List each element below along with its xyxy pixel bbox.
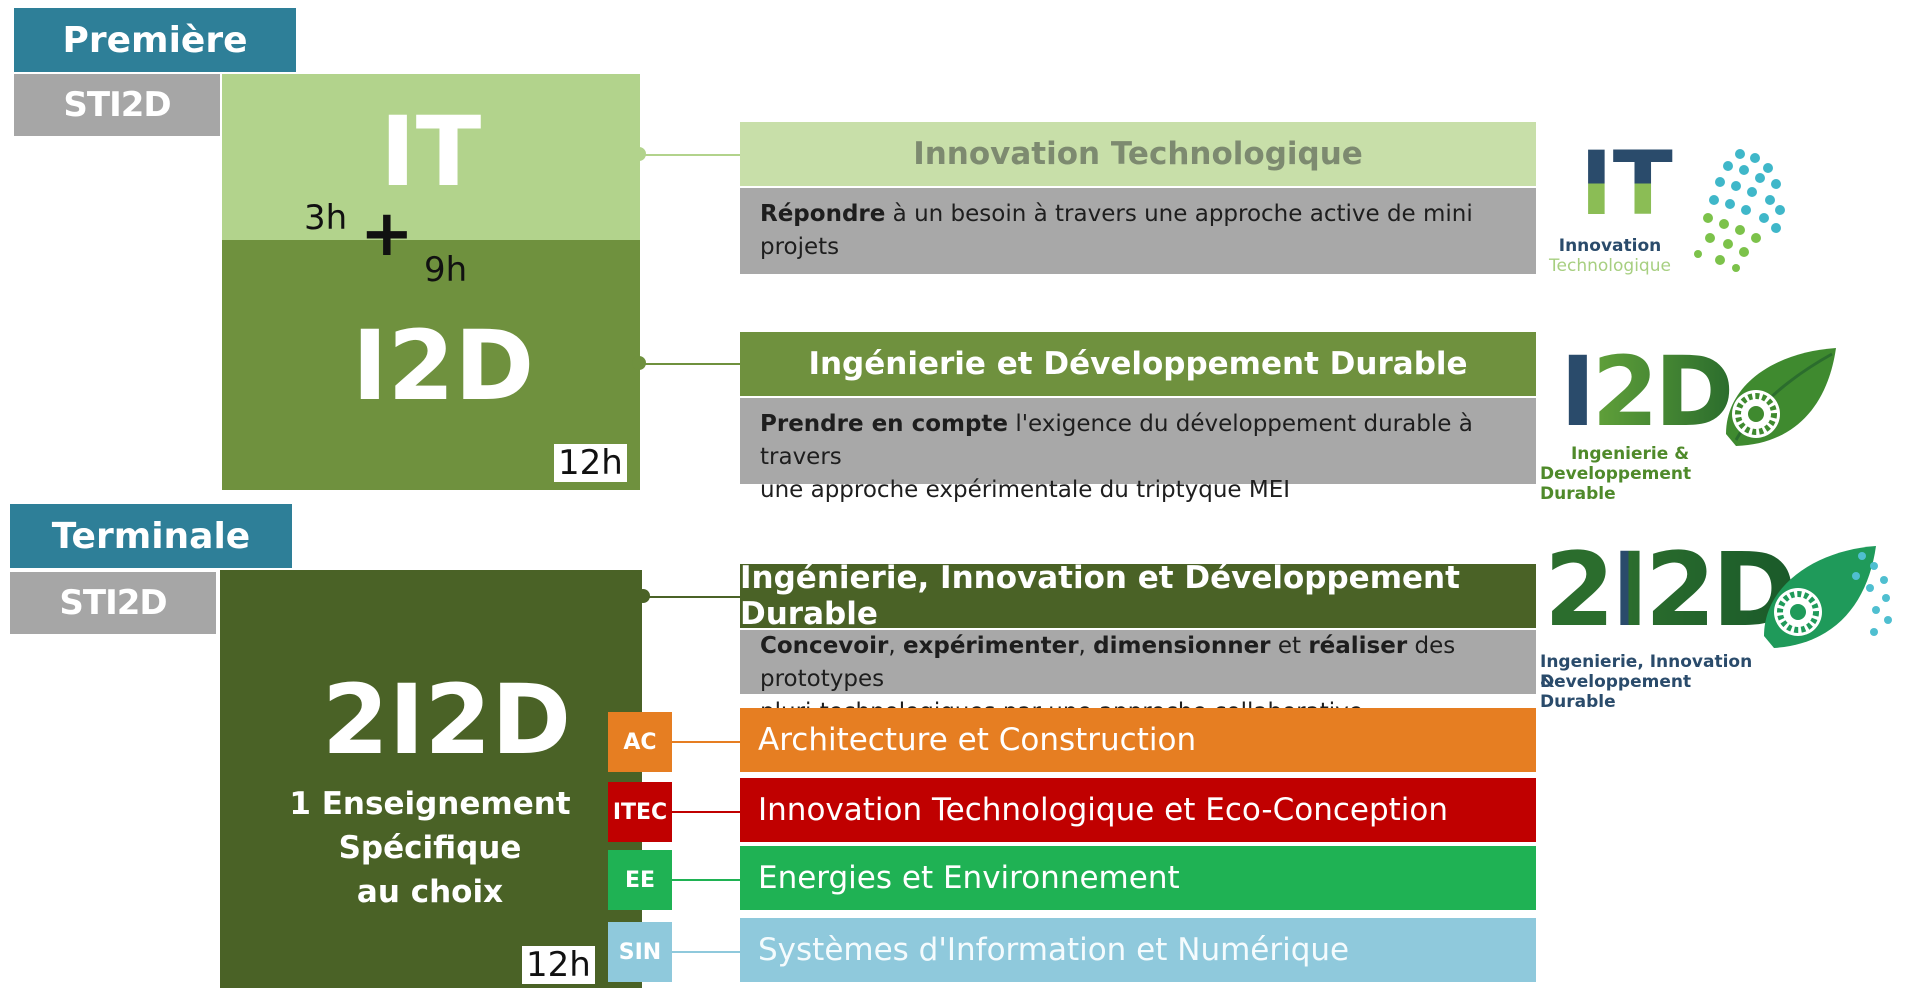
terminale-series-label: STI2D xyxy=(10,572,216,634)
2i2d-logo: 2I2D Ingenierie, Innovation & Developpem… xyxy=(1540,531,1906,712)
spec-bar-itec: Innovation Technologique et Eco-Concepti… xyxy=(740,778,1536,842)
2i2d-logo-line-1: Ingenierie, Innovation & xyxy=(1540,652,1753,692)
it-desc-rest: à un besoin à travers une approche activ… xyxy=(760,201,1473,260)
terminale-level-header: Terminale xyxy=(10,504,292,568)
2i2d-connector xyxy=(642,596,740,598)
plus-sign: + xyxy=(360,197,414,271)
leaf-head-icon xyxy=(1764,546,1892,648)
spec-tag-sin: SIN xyxy=(608,922,672,982)
i2d-title-bar: Ingénierie et Développement Durable xyxy=(740,332,1536,396)
2i2d-desc-sep-4: des prototypes xyxy=(760,633,1456,692)
spec-tag-ee: EE xyxy=(608,850,672,910)
i2d-logo-letters: I2D xyxy=(1560,336,1734,448)
i2d-logo-line-2: Developpement Durable xyxy=(1540,464,1692,504)
2i2d-desc-sep-2: , xyxy=(1078,633,1094,659)
it-logo-letters: IT xyxy=(1580,132,1673,235)
it-hours-label: 3h xyxy=(304,198,348,238)
2i2d-desc-bold-1: Concevoir xyxy=(760,633,889,659)
spec-bar-sin: Systèmes d'Information et Numérique xyxy=(740,918,1536,982)
it-logo-line-2: Technologique xyxy=(1549,256,1671,276)
spec-tag-itec: ITEC xyxy=(608,782,672,842)
premiere-level-header: Première xyxy=(14,8,296,72)
2i2d-block xyxy=(220,570,642,988)
i2d-hours-label: 9h xyxy=(424,250,468,290)
2i2d-logo-line-2: Developpement Durable xyxy=(1540,672,1692,712)
it-description: Répondre à un besoin à travers une appro… xyxy=(740,188,1536,274)
2i2d-desc-bold-3: dimensionner xyxy=(1093,633,1271,659)
2i2d-subtitle-line-3: au choix xyxy=(356,874,504,910)
2i2d-desc-bold-2: expérimenter xyxy=(902,633,1079,659)
it-block-label: IT xyxy=(380,96,482,208)
spec-bar-ee: Energies et Environnement xyxy=(740,846,1536,910)
2i2d-desc-sep-1: , xyxy=(888,633,903,659)
it-logo-line-1: Innovation xyxy=(1558,236,1662,256)
it-logo: IT Innovation Technologique xyxy=(1540,140,1800,280)
i2d-block-label: I2D xyxy=(352,310,535,422)
2i2d-subtitle: 1 Enseignement Spécifique au choix xyxy=(280,782,580,914)
i2d-logo: I2D Ingenierie & Developpement Durable xyxy=(1540,336,1840,504)
it-title-bar: Innovation Technologique xyxy=(740,122,1536,186)
it-block xyxy=(222,74,640,240)
spec-tag-ac: AC xyxy=(608,712,672,772)
i2d-desc-bold: Prendre en compte xyxy=(760,411,1009,437)
i2d-connector xyxy=(640,363,740,365)
it-connector xyxy=(640,154,740,156)
2i2d-description: Concevoir, expérimenter, dimensionner et… xyxy=(740,630,1536,725)
premiere-series-label: STI2D xyxy=(14,74,220,136)
2i2d-block-label: 2I2D xyxy=(322,664,571,776)
premiere-total-hours: 12h xyxy=(554,444,627,482)
it-connector-dot xyxy=(632,147,646,161)
spec-connector-itec xyxy=(672,811,740,813)
2i2d-title-bar: Ingénierie, Innovation et Développement … xyxy=(740,560,1536,632)
spec-connector-ac xyxy=(672,741,740,743)
2i2d-desc-bold-4: réaliser xyxy=(1308,633,1408,659)
2i2d-logo-letters: 2I2D xyxy=(1544,531,1797,650)
2i2d-subtitle-line-2: Spécifique xyxy=(338,830,522,866)
2i2d-subtitle-line-1: 1 Enseignement xyxy=(289,786,571,822)
i2d-desc-rest-2: une approche expérimentale du triptyque … xyxy=(760,477,1291,503)
spec-bar-ac: Architecture et Construction xyxy=(740,708,1536,772)
it-desc-bold: Répondre xyxy=(760,201,886,227)
spec-connector-sin xyxy=(672,951,740,953)
2i2d-desc-sep-3: et xyxy=(1270,633,1309,659)
spec-connector-ee xyxy=(672,879,740,881)
i2d-connector-dot xyxy=(632,356,646,370)
i2d-description: Prendre en compte l'exigence du développ… xyxy=(740,398,1536,503)
i2d-logo-line-1: Ingenierie & xyxy=(1570,444,1690,464)
head-network-icon xyxy=(1694,149,1785,272)
i2d-desc-rest-1: l'exigence du développement durable à tr… xyxy=(760,411,1473,470)
terminale-total-hours: 12h xyxy=(522,946,595,984)
2i2d-connector-dot xyxy=(636,589,650,603)
leaf-gear-icon xyxy=(1726,348,1836,446)
